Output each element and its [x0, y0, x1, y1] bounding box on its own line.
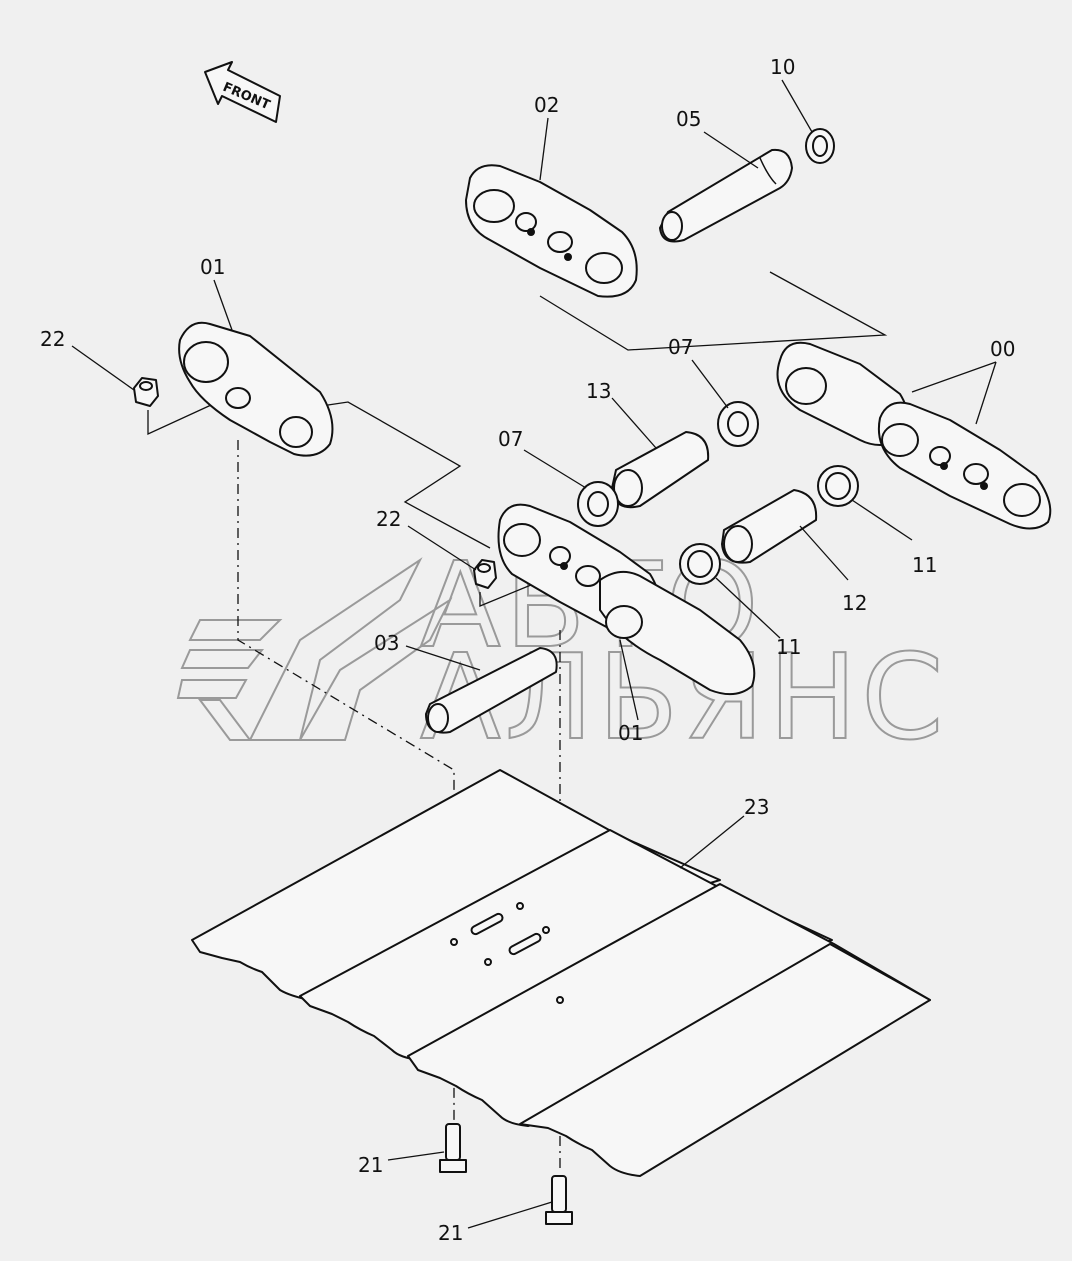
nut-leader-mid	[479, 577, 549, 607]
callout-01-mid: 01	[618, 721, 643, 745]
leader-lines	[71, 79, 997, 1229]
callout-21-upper: 21	[358, 1153, 383, 1177]
track-link-02	[465, 164, 638, 298]
pin-05	[659, 148, 793, 243]
callout-01-upper: 01	[200, 255, 225, 279]
callout-23: 23	[744, 795, 769, 819]
callout-03: 03	[374, 631, 399, 655]
callout-07-left: 07	[498, 427, 523, 451]
bushing-13	[611, 431, 710, 509]
snap-ring-10	[805, 128, 835, 164]
callout-11-right: 11	[912, 553, 937, 577]
callout-12: 12	[842, 591, 867, 615]
pin-03	[425, 647, 558, 734]
callout-07-right: 07	[668, 335, 693, 359]
callout-13: 13	[586, 379, 611, 403]
track-link-00-rear	[776, 341, 909, 446]
track-shoes-23	[191, 769, 931, 1177]
watermark-logo-mark	[176, 557, 453, 741]
bushing-12	[721, 489, 818, 564]
track-link-01-upper	[178, 321, 334, 457]
seal-07-left	[577, 481, 619, 527]
callout-11-mid: 11	[776, 635, 801, 659]
nut-leader-upper	[147, 399, 223, 436]
callout-02: 02	[534, 93, 559, 117]
nut-22-mid	[473, 559, 497, 589]
nut-22-upper	[133, 377, 159, 407]
assembly-outline-upper	[539, 271, 888, 351]
bolt-21-lower	[545, 1175, 573, 1225]
callout-21-lower: 21	[438, 1221, 463, 1245]
seal-11-right	[817, 465, 859, 507]
callout-05: 05	[676, 107, 701, 131]
track-link-00-front	[878, 401, 1052, 530]
callout-22-mid: 22	[376, 507, 401, 531]
callout-22-upper: 22	[40, 327, 65, 351]
seal-07-right	[717, 401, 759, 447]
track-link-01-middle	[497, 503, 756, 696]
callout-00: 00	[990, 337, 1015, 361]
seal-11-mid	[679, 543, 721, 585]
front-arrow-icon: FRONT	[204, 61, 281, 123]
assembly-outline-middle	[327, 401, 491, 549]
bolt-21-upper	[439, 1123, 467, 1173]
callout-10: 10	[770, 55, 795, 79]
